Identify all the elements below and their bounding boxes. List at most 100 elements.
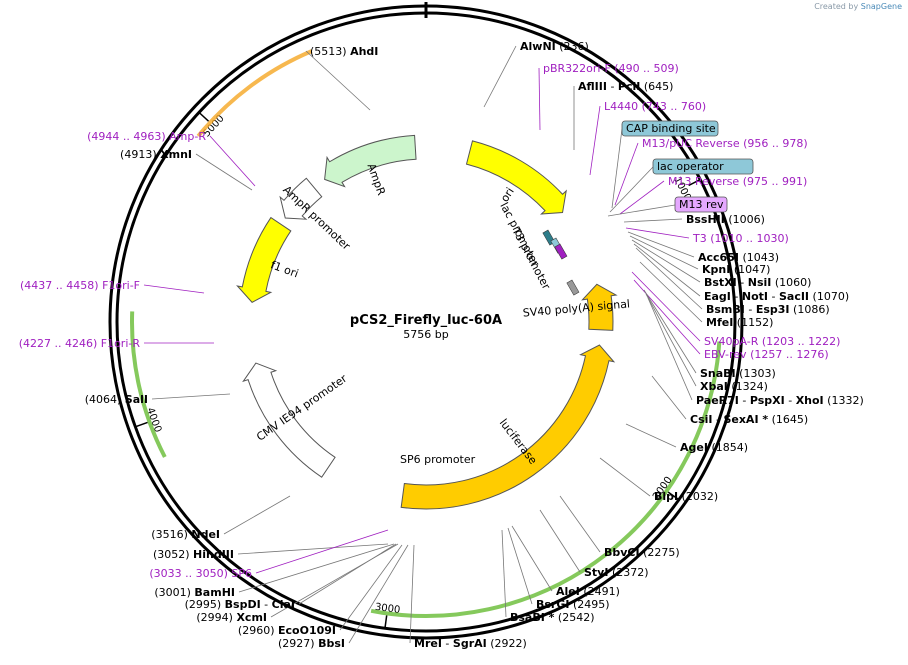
label-part: (2922)	[487, 637, 527, 650]
label-part: (4227 .. 4246)	[19, 337, 101, 350]
boxed-label-leader	[609, 166, 654, 213]
mcs-block	[554, 243, 568, 260]
AlwNI-site-label: AlwNI (236)	[520, 40, 589, 53]
pBR322ori-F-leader	[538, 67, 541, 131]
label-part: (1257 .. 1276)	[747, 348, 829, 361]
PaeR7I-leader	[647, 297, 693, 401]
label-part: (1010 .. 1030)	[707, 232, 789, 245]
BstXI-leader	[631, 239, 701, 283]
AflIII-site-label: AflIII - PciI (645)	[578, 80, 673, 93]
label-part: NsiI	[748, 276, 772, 289]
boxed-label-leader	[607, 204, 676, 217]
NdeI-site-label: (3516) NdeI	[151, 528, 220, 541]
label-part: AleI	[556, 585, 580, 598]
HindIII-leader	[237, 543, 389, 555]
ampr-label: AmpR	[365, 162, 388, 198]
label-part: BsrGI	[536, 598, 569, 611]
feature-bands	[130, 49, 722, 618]
sv40-polya-label: SV40 poly(A) signal	[522, 297, 630, 319]
label-part: -	[731, 290, 742, 303]
label-part: (1645)	[768, 413, 808, 426]
ori-arrow	[465, 140, 567, 215]
label-part: (490 .. 509)	[611, 62, 679, 75]
label-part: (645)	[640, 80, 673, 93]
label-part: (1086)	[790, 303, 830, 316]
Acc65I-site-label: Acc65I (1043)	[698, 251, 779, 264]
BssHII-leader	[623, 218, 683, 223]
BamHI-site-label: (3001) BamHI	[154, 586, 235, 599]
label-part: -	[745, 303, 756, 316]
BsrGI-site-label: BsrGI (2495)	[536, 598, 610, 611]
label-part: (1332)	[824, 394, 864, 407]
ampr-arrow	[324, 134, 417, 188]
label-part: -	[712, 413, 723, 426]
label-part: (2542)	[554, 611, 594, 624]
label-part: BsaBI *	[510, 611, 555, 624]
label-part: (2495)	[569, 598, 609, 611]
boxed-label-bg	[652, 158, 754, 175]
SV40pA-R-leader	[631, 271, 701, 342]
CsiI-site-label: CsiI - SexAI * (1645)	[690, 413, 808, 426]
EcoO109I-site-label: (2960) EcoO109I	[238, 624, 336, 637]
label-part: NotI	[742, 290, 768, 303]
label-part: (3052)	[153, 548, 193, 561]
BstXI-site-label: BstXI - NsiI (1060)	[704, 276, 811, 289]
label-part: (2995)	[185, 598, 225, 611]
label-part: SV40pA-R	[704, 335, 759, 348]
tick-mark	[667, 491, 680, 501]
label-part: -	[607, 80, 618, 93]
boxed-label-text: M13 rev	[679, 198, 724, 211]
SnaBI-leader	[643, 289, 697, 374]
label-part: -	[785, 394, 796, 407]
AhdI-leader	[305, 50, 371, 111]
label-part: KpnI	[702, 263, 730, 276]
boxed-label-bg	[621, 120, 719, 137]
boxed-label-text: CAP binding site	[626, 122, 716, 135]
NdeI-leader	[223, 495, 291, 535]
label-part: XbaI	[700, 380, 728, 393]
HindIII-site-label: (3052) HindIII	[153, 548, 234, 561]
label-part: (1152)	[733, 316, 773, 329]
label-part: (4913)	[120, 148, 160, 161]
KpnI-leader	[629, 235, 699, 270]
M13 Reverse-site-label: M13 Reverse (975 .. 991)	[668, 175, 807, 188]
label-part: CsiI	[690, 413, 712, 426]
tick-mark	[198, 111, 210, 122]
label-part: XmnI	[160, 148, 192, 161]
boxed-label-text: lac operator	[657, 160, 724, 173]
snapgene-logo: SnapGene	[860, 2, 902, 11]
label-part: (2275)	[640, 546, 680, 559]
BbvCI-leader	[559, 495, 601, 553]
tick-mark	[384, 615, 388, 629]
L4440-site-label: L4440 (743 .. 760)	[604, 100, 706, 113]
BsmBI-leader	[635, 247, 703, 310]
AleI-site-label: AleI (2491)	[556, 585, 620, 598]
luciferase-arrow	[400, 344, 616, 510]
label-part: StyI	[584, 566, 608, 579]
label-part: L4440	[604, 100, 638, 113]
label-part: (743 .. 760)	[638, 100, 706, 113]
label-part: -	[442, 637, 453, 650]
luciferase-band	[370, 341, 722, 618]
F1ori-F-leader	[143, 284, 205, 294]
label-part: Amp-R	[169, 130, 206, 143]
label-part: BlpI	[654, 490, 678, 503]
label-part: BstXI	[704, 276, 737, 289]
label-leader-lines	[143, 45, 703, 644]
inner-label-2: SP6 promoter	[400, 453, 476, 466]
AgeI-site-label: AgeI (1854)	[680, 441, 748, 454]
label-part: PciI	[618, 80, 640, 93]
label-part: (1854)	[708, 441, 748, 454]
label-part: (1047)	[730, 263, 770, 276]
label-part: (2491)	[580, 585, 620, 598]
label-part: (1006)	[725, 213, 765, 226]
label-part: (2994)	[196, 611, 236, 624]
label-part: BamHI	[194, 586, 235, 599]
label-part: AflIII	[578, 80, 607, 93]
AgeI-leader	[625, 423, 677, 448]
label-part: (4437 .. 4458)	[20, 279, 102, 292]
label-part: BspDI	[225, 598, 261, 611]
SnaBI-site-label: SnaBI (1303)	[700, 367, 776, 380]
BspDI-site-label: (2995) BspDI - ClaI	[185, 598, 295, 611]
